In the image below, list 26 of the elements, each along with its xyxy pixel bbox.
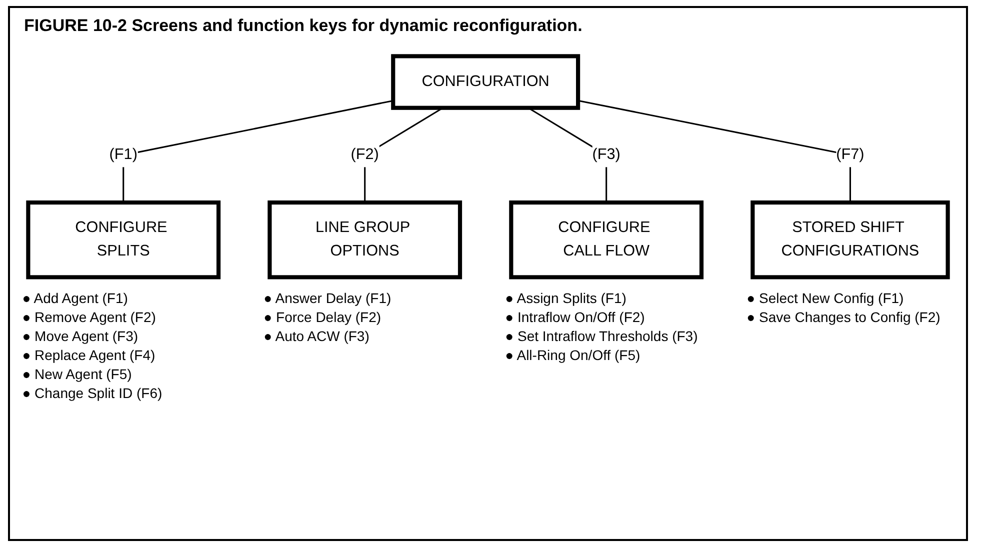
function-key-item: ● Change Split ID (F6) bbox=[22, 384, 164, 404]
node-box: CONFIGURE CALL FLOW bbox=[509, 200, 704, 280]
function-key-item: ● Auto ACW (F3) bbox=[264, 327, 370, 346]
edge-label: (F1) bbox=[109, 146, 138, 164]
figure-title: FIGURE 10-2 Screens and function keys for dynamic reconfiguration. bbox=[24, 16, 582, 36]
node-box: STORED SHIFT CONFIGURATIONS bbox=[750, 200, 950, 280]
node-box: CONFIGURE SPLITS bbox=[26, 200, 221, 280]
node-box: CONFIGURATION bbox=[391, 54, 580, 110]
connector bbox=[122, 100, 394, 202]
function-key-item: ● Save Changes to Config (F2) bbox=[746, 308, 942, 328]
node-box: LINE GROUP OPTIONS bbox=[268, 200, 462, 280]
function-key-item: ● Force Delay (F2) bbox=[264, 308, 382, 328]
function-key-item: ● Set Intraflow Thresholds (F3) bbox=[505, 327, 699, 346]
edge-label: (F3) bbox=[592, 146, 620, 164]
function-key-item: ● New Agent (F5) bbox=[22, 365, 133, 384]
function-key-item: ● Answer Delay (F1) bbox=[264, 289, 392, 308]
function-key-item: ● Remove Agent (F2) bbox=[22, 308, 157, 328]
function-key-item: ● Replace Agent (F4) bbox=[22, 346, 156, 366]
edge-label: (F7) bbox=[836, 146, 864, 164]
function-key-item: ● Move Agent (F3) bbox=[22, 327, 140, 346]
function-key-item: ● Intraflow On/Off (F2) bbox=[505, 308, 646, 328]
function-key-item: ● Add Agent (F1) bbox=[22, 289, 129, 308]
function-key-item: ● All-Ring On/Off (F5) bbox=[505, 346, 642, 366]
edge-label: (F2) bbox=[350, 146, 379, 164]
function-key-item: ● Select New Config (F1) bbox=[746, 289, 905, 308]
function-key-item: ● Assign Splits (F1) bbox=[505, 289, 628, 308]
